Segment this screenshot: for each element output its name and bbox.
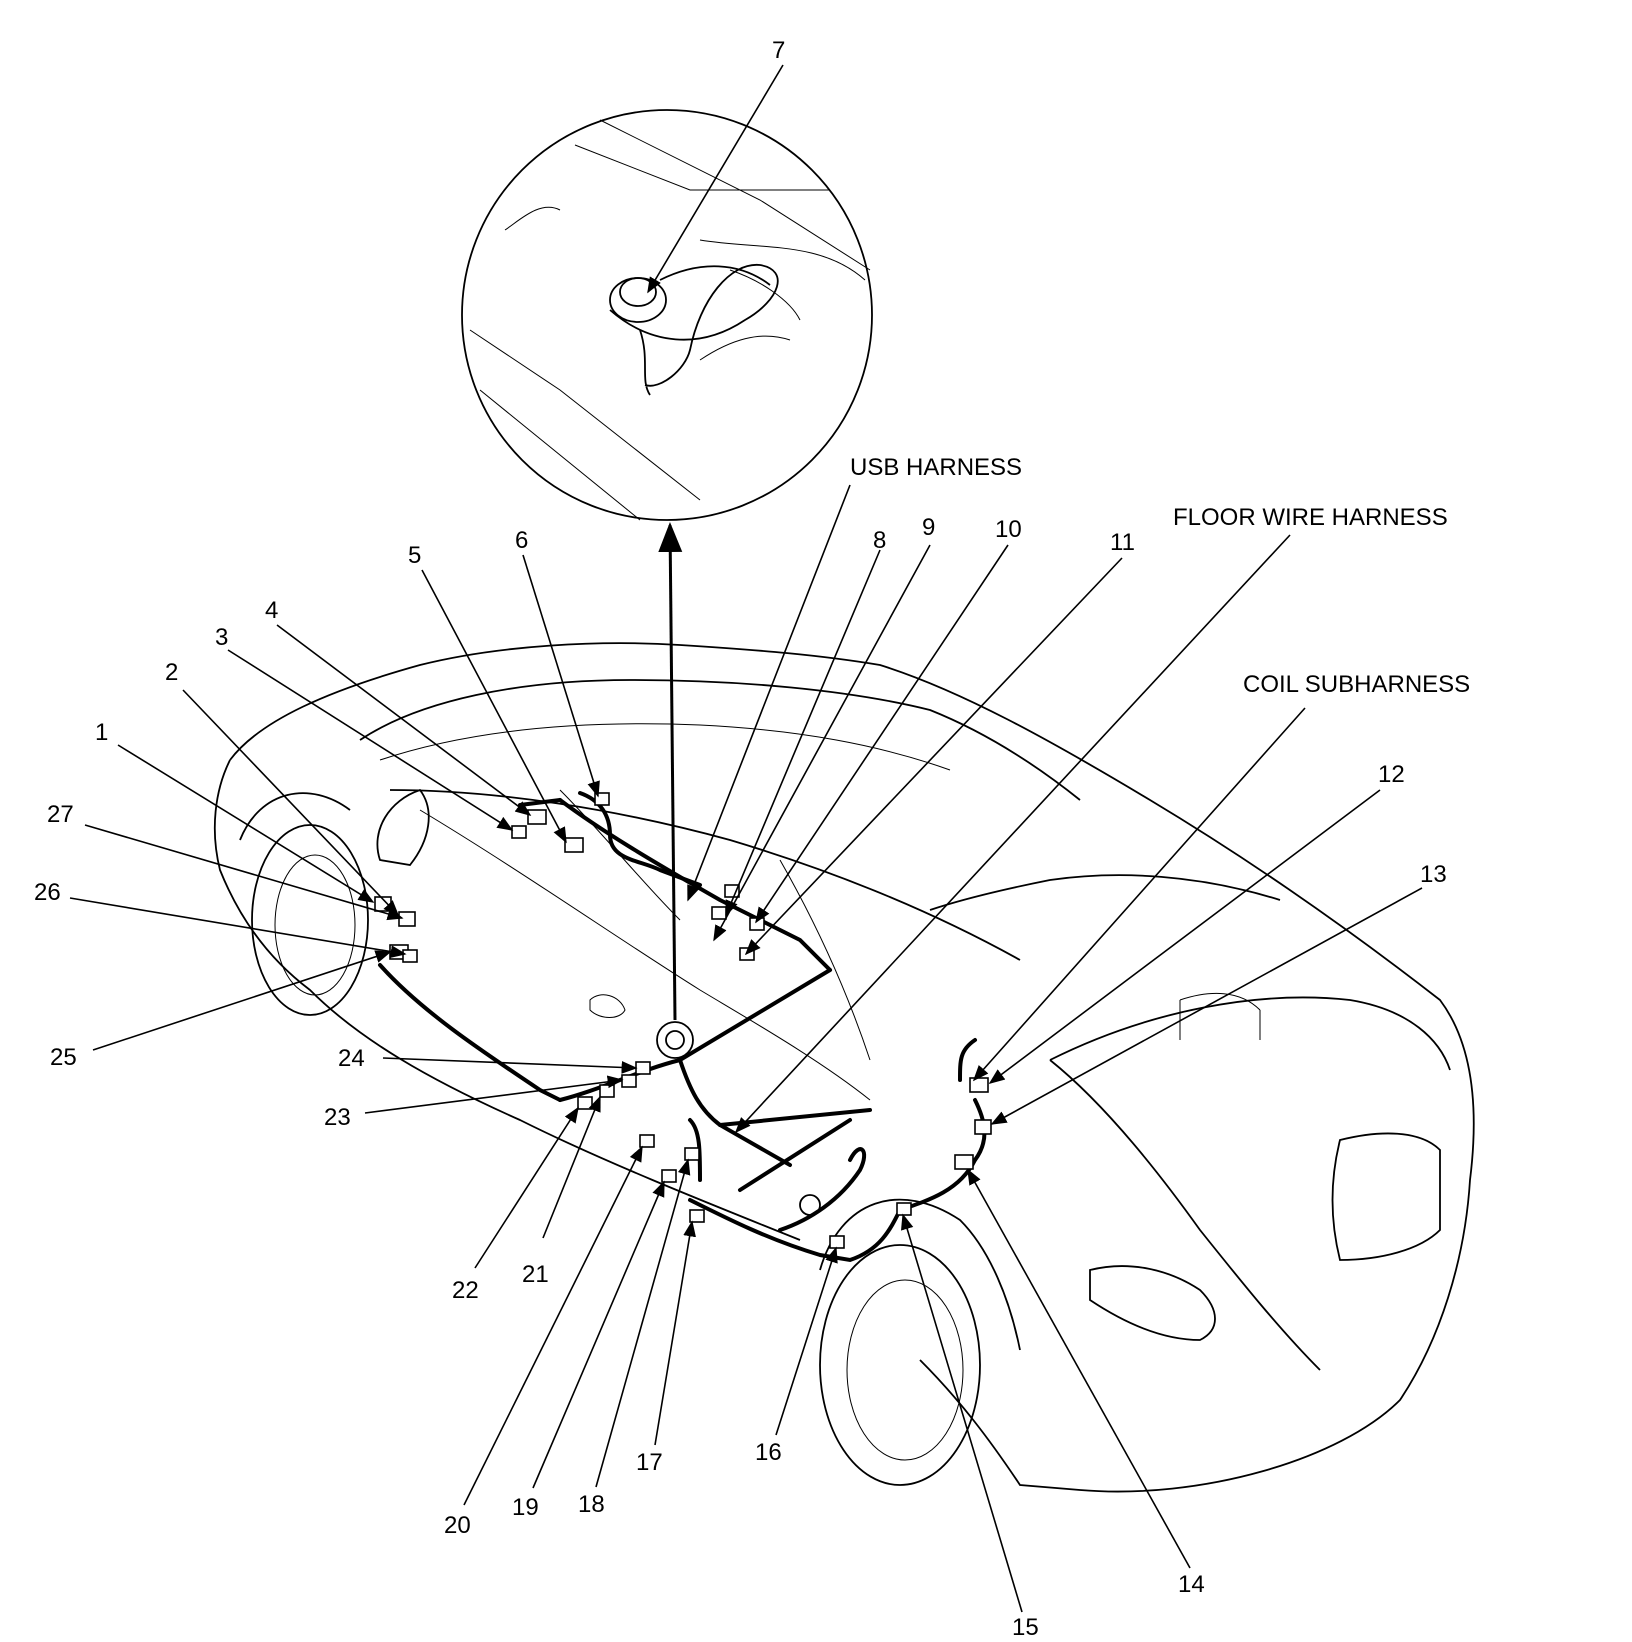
callout-3: 3 <box>215 624 228 651</box>
connectors <box>374 792 992 1249</box>
callout-23: 23 <box>324 1104 351 1131</box>
callout-2: 2 <box>165 659 178 686</box>
callout-5: 5 <box>408 542 421 569</box>
callout-1: 1 <box>95 719 108 746</box>
callout-15: 15 <box>1012 1614 1039 1641</box>
detail-inset <box>461 109 873 521</box>
callout-18: 18 <box>578 1491 605 1518</box>
floor-wire-harness-label: FLOOR WIRE HARNESS <box>1173 504 1448 531</box>
harness-routes <box>378 791 987 1263</box>
callout-8: 8 <box>873 527 886 554</box>
callout-27: 27 <box>47 801 74 828</box>
car-body <box>213 642 1475 1493</box>
usb-harness-label: USB HARNESS <box>850 454 1022 481</box>
callout-17: 17 <box>636 1449 663 1476</box>
callout-13: 13 <box>1420 861 1447 888</box>
callout-14: 14 <box>1178 1571 1205 1598</box>
harness-labels: USB HARNESS FLOOR WIRE HARNESS COIL SUBH… <box>850 454 1470 698</box>
callout-10: 10 <box>995 516 1022 543</box>
callout-4: 4 <box>265 597 278 624</box>
callout-11: 11 <box>1110 529 1135 556</box>
callout-20: 20 <box>444 1512 471 1539</box>
detail-arrow <box>658 522 683 1021</box>
callout-26: 26 <box>34 879 61 906</box>
coil-subharness-label: COIL SUBHARNESS <box>1243 671 1470 698</box>
callout-12: 12 <box>1378 761 1405 788</box>
callout-numbers: 7 1 2 3 4 5 6 8 9 10 11 12 13 14 15 16 1… <box>34 37 1447 1641</box>
callout-24: 24 <box>338 1045 365 1072</box>
leader-lines <box>69 64 1423 1613</box>
callout-16: 16 <box>755 1439 782 1466</box>
callout-9: 9 <box>922 514 935 541</box>
callout-21: 21 <box>522 1261 549 1288</box>
callout-19: 19 <box>512 1494 539 1521</box>
callout-7: 7 <box>772 37 785 64</box>
callout-6: 6 <box>515 527 528 554</box>
callout-25: 25 <box>50 1044 77 1071</box>
callout-22: 22 <box>452 1277 479 1304</box>
